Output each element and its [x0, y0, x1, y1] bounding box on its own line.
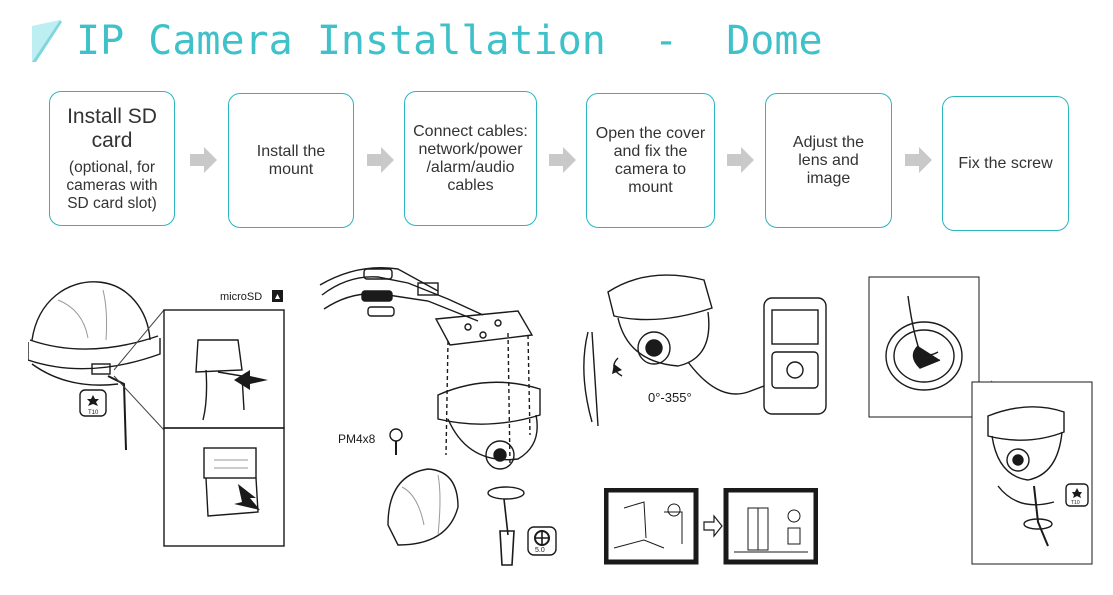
step-install-mount: Install the mount [228, 93, 354, 228]
step-install-sd-card: Install SD card (optional, for cameras w… [49, 91, 175, 226]
illustration-install-sd-card: microSD T10 [28, 281, 285, 547]
step-3-title: Connect cables: network/power /alarm/aud… [413, 122, 528, 194]
step-adjust-lens: Adjust the lens and image [765, 93, 892, 228]
step-connect-cables: Connect cables: network/power /alarm/aud… [404, 91, 537, 226]
cable-bundle [321, 276, 484, 316]
step-1-note: (optional, for cameras with SD card slot… [66, 158, 158, 212]
mount-plate [434, 310, 534, 346]
arrow-right-icon [703, 514, 723, 538]
torx-size-label: T10 [1071, 500, 1080, 506]
illustration-image-adjust [604, 488, 818, 565]
arrow-right-icon [549, 147, 576, 173]
arrow-right-icon [190, 147, 217, 173]
torx-size-label: T10 [88, 410, 99, 416]
hex-size-label: 5.0 [535, 547, 545, 554]
tester-device [763, 297, 827, 415]
camera-body [607, 274, 713, 321]
step-5-title: Adjust the lens and image [792, 133, 865, 187]
detail-frame-top [868, 276, 980, 418]
step-1-title: Install SD card [67, 104, 157, 152]
detail-frame-bottom [971, 381, 1093, 565]
push-arrow-icon [234, 484, 260, 510]
illustration-open-cover: 0°-355° [583, 274, 827, 427]
rotation-range-label: 0°-355° [648, 390, 692, 405]
arrow-right-icon [727, 147, 754, 173]
step-fix-screw: Fix the screw [942, 96, 1069, 231]
step-4-title: Open the cover and fix the camera to mou… [595, 124, 706, 196]
arrow-right-icon [367, 147, 394, 173]
page-title: IP Camera Installation - Dome [76, 18, 823, 64]
screen-before [604, 488, 699, 565]
title-accent-icon [32, 20, 62, 62]
illustration-fix-screw: T10 [868, 276, 1093, 565]
step-2-title: Install the mount [256, 142, 326, 178]
step-open-cover: Open the cover and fix the camera to mou… [586, 93, 715, 228]
arrow-right-icon [905, 147, 932, 173]
rotate-arrow-icon [612, 364, 622, 374]
dome-bubble [31, 281, 151, 341]
header: IP Camera Installation - Dome [30, 10, 823, 70]
illustration-mount-cables: PM4x8 5.0 [319, 267, 557, 566]
screw-spec-label: PM4x8 [338, 432, 376, 446]
step-6-title: Fix the screw [958, 154, 1053, 172]
insert-arrow-icon [234, 370, 268, 390]
microsd-label: microSD [220, 291, 262, 303]
screen-after [723, 488, 818, 565]
